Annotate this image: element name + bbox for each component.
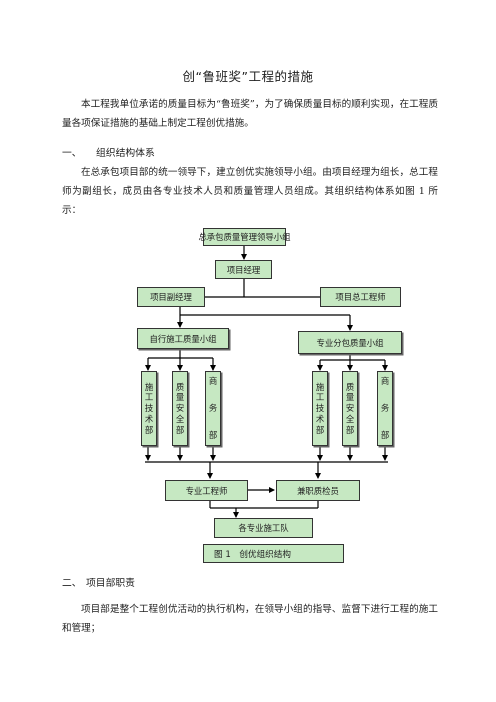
org-leader-group: 总承包质量管理领导小组 [198,228,291,246]
figure-caption: 图 1 创优组织结构 [203,544,344,563]
intro-paragraph: 本工程我单位承诺的质量目标为“鲁班奖”，为了确保质量目标的顺利实现，在工程质量各… [62,99,438,129]
dept-label-char: 质 [175,381,185,392]
dept-label-char: 施 [315,381,325,392]
dept-label-char: 务 [208,403,218,414]
org-project-manager: 项目经理 [215,260,272,279]
section2-number: 二、 [62,578,82,589]
dept-label-char: 部 [175,424,185,435]
org-deputy-manager: 项目副经理 [137,287,205,307]
page-title: 创“鲁班奖”工程的措施 [182,69,314,84]
dept-label-char: 量 [345,392,355,403]
dept-label-char: 术 [315,413,325,424]
section2-heading: 二、项目部职责 [62,575,135,589]
dept-label-char: 质 [345,381,355,392]
org-self-group: 自行施工质量小组 [137,328,229,349]
section2-title: 项目部职责 [86,578,135,589]
dept-label-char: 量 [175,392,185,403]
dept-label-char: 部 [144,424,154,435]
dept-label-char: 商 [380,376,390,386]
org-sub-group: 专业分包质量小组 [298,331,402,354]
dept-label-char: 工 [315,392,325,403]
dept-label-char: 术 [144,413,154,424]
dept-label-char: 安 [345,403,355,414]
dept-label-char: 技 [315,403,325,414]
org-chief-engineer: 项目总工程师 [320,287,401,307]
dept-label-char: 全 [345,413,355,424]
dept-label-char: 部 [380,430,390,441]
org-specialist-engineer: 专业工程师 [165,480,248,501]
dept-label-char: 部 [208,430,218,441]
dept-label-char: 施 [144,381,154,392]
section2-paragraph: 项目部是整个工程创优活动的执行机构，在领导小组的指导、监督下进行工程的施工和管理… [62,604,438,634]
org-part-time-inspector: 兼职质检员 [276,480,360,501]
section1-number: 一、 [62,148,82,159]
org-dept-quality-sub: 质量安全部 [342,371,358,446]
org-dept-tech-self: 施工技术部 [141,371,157,446]
org-construction-teams: 各专业施工队 [214,518,313,538]
org-dept-business-sub: 商务部 [377,371,393,446]
dept-label-char: 部 [345,424,355,435]
section1-heading: 一、 组织结构体系 [62,145,155,159]
dept-label-char: 商 [208,376,218,386]
org-dept-business-self: 商务部 [205,371,221,446]
dept-label-char: 技 [144,403,154,414]
section1-title: 组织结构体系 [96,148,155,159]
dept-label-char: 务 [380,403,390,414]
dept-label-char: 全 [175,413,185,424]
org-dept-quality-self: 质量安全部 [172,371,188,446]
dept-label-char: 安 [175,403,185,414]
dept-label-char: 部 [315,424,325,435]
section1-paragraph: 在总承包项目部的统一领导下，建立创优实施领导小组。由项目经理为组长，总工程师为副… [62,167,438,216]
dept-label-char: 工 [144,392,154,403]
org-dept-tech-sub: 施工技术部 [312,371,328,446]
